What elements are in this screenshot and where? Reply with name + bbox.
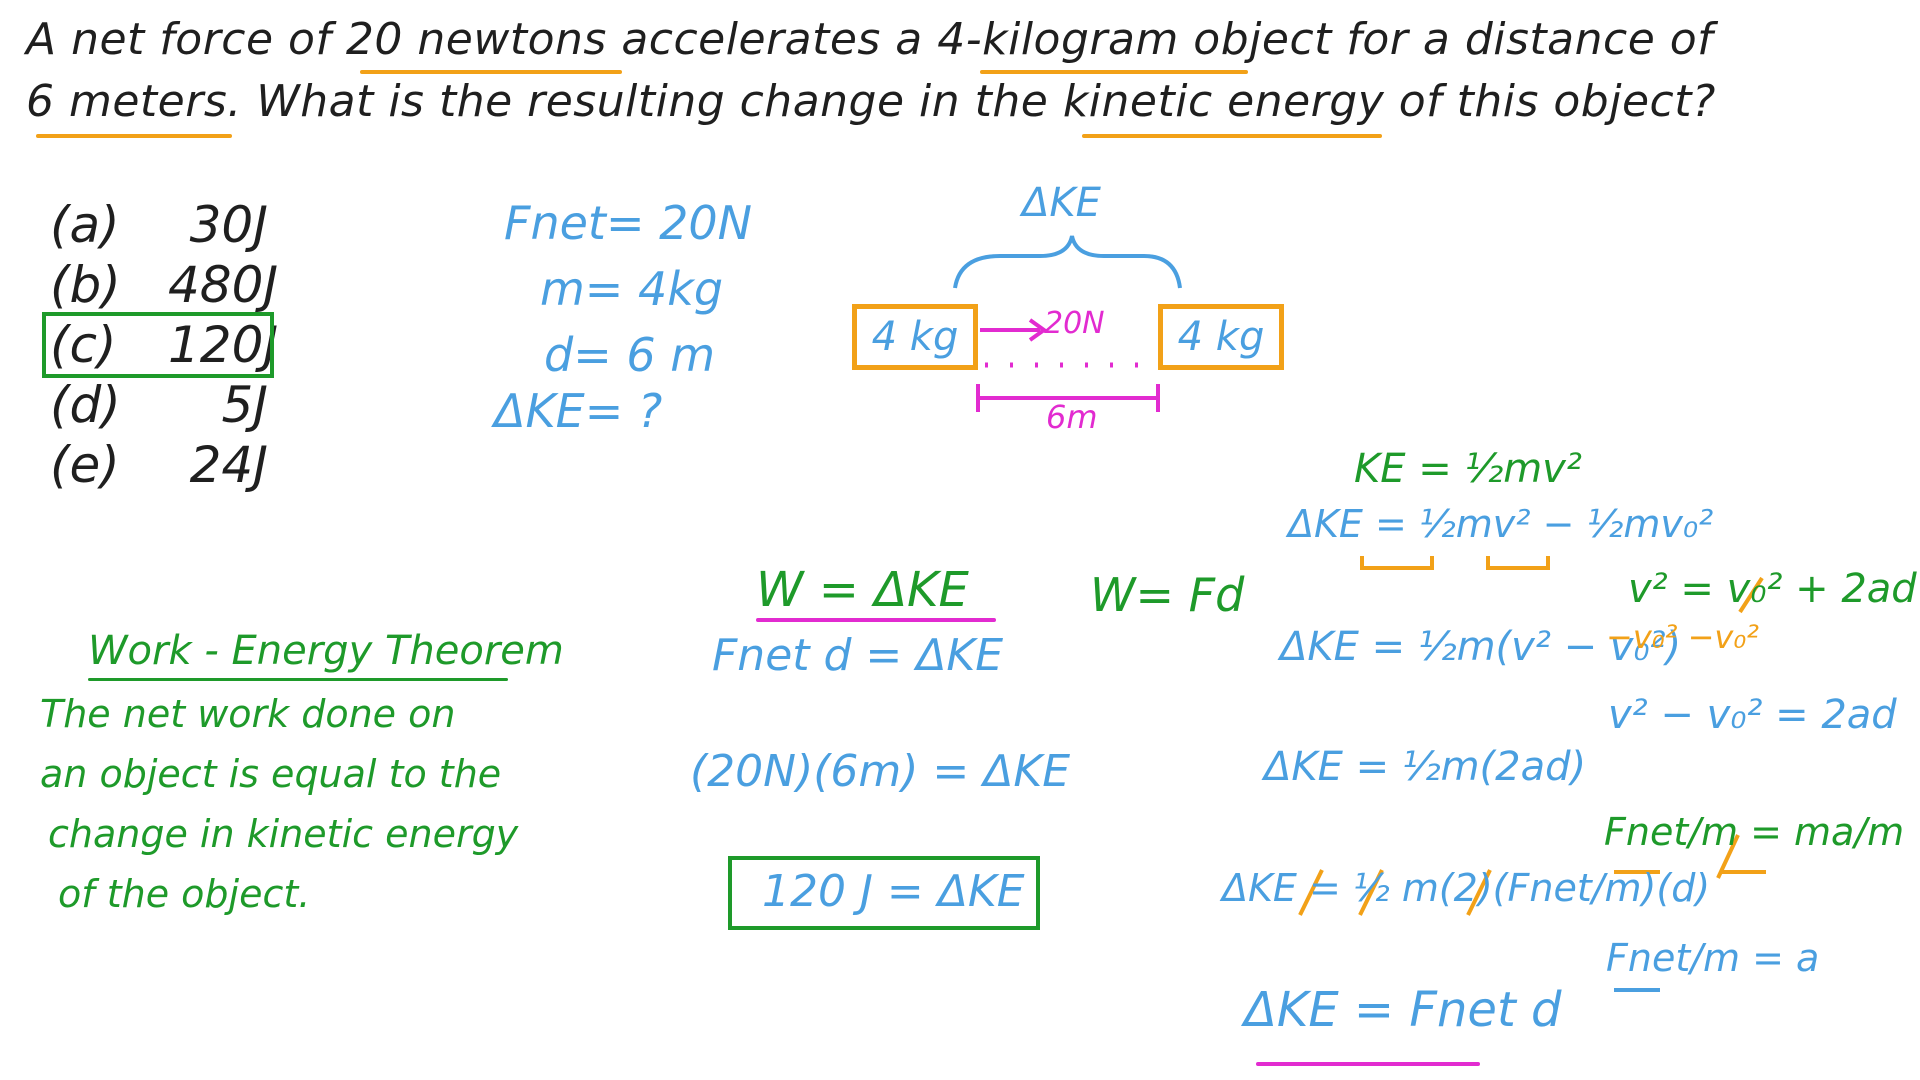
theorem-title: Work - Energy Theorem [88, 628, 564, 674]
theorem-line-3: change in kinetic energy [48, 812, 519, 856]
theorem-line-1: The net work done on [40, 692, 456, 736]
result-box [728, 856, 1040, 930]
highlight-kinetic-energy [1082, 134, 1382, 138]
theorem-title-underline [88, 678, 508, 681]
question-line-2: 6 meters. What is the resulting change i… [26, 76, 1716, 127]
highlight-20-newtons [360, 70, 622, 74]
given-mass: m= 4kg [540, 262, 724, 316]
given-delta-ke: ΔKE= ? [494, 384, 663, 438]
choice-c: (c)120J [50, 316, 279, 374]
brace-shape [953, 235, 1182, 289]
kinematic-eq-2: v² − v₀² = 2ad [1608, 692, 1897, 738]
fnet-d-equals-dke: Fnet d = ΔKE [712, 630, 1004, 681]
force-arrow-head [1028, 318, 1048, 342]
distance-label: 6m [1046, 398, 1098, 436]
dke-step-5: ΔKE = Fnet d [1244, 982, 1562, 1038]
choice-d: (d)5J [50, 376, 268, 434]
correct-answer-box [42, 312, 274, 378]
highlight-4-kilogram [980, 70, 1248, 74]
acceleration-eq: Fnet/m = a [1606, 936, 1820, 980]
kinematic-eq-1-subtract: −v₀² −v₀² [1606, 618, 1759, 656]
block-left: 4 kg [852, 304, 978, 370]
work-equals-dke: W = ΔKE [756, 562, 969, 618]
work-equals-dke-underline [756, 618, 996, 622]
dke-step-5-underline [1256, 1062, 1480, 1066]
choice-b: (b)480J [50, 256, 279, 314]
force-label: 20N [1044, 306, 1105, 341]
substitution-step: (20N)(6m) = ΔKE [690, 746, 1071, 797]
strike-2 [1358, 869, 1384, 916]
theorem-line-4: of the object. [58, 872, 311, 916]
dke-step-3: ΔKE = ½m(2ad) [1264, 744, 1587, 790]
diagram-delta-ke-label: ΔKE [1022, 180, 1101, 226]
ke-formula: KE = ½mv² [1354, 446, 1582, 492]
choice-a: (a)30J [50, 196, 268, 254]
highlight-6-meters [36, 134, 232, 138]
newton-eq: Fnet/m = ma/m [1604, 810, 1905, 854]
dke-step-1: ΔKE = ½mv² − ½mv₀² [1288, 502, 1714, 546]
block-right: 4 kg [1158, 304, 1284, 370]
given-distance: d= 6 m [544, 328, 716, 382]
marker-left [1360, 556, 1434, 570]
question-line-1: A net force of 20 newtons accelerates a … [26, 14, 1714, 65]
choice-e: (e)24J [50, 436, 268, 494]
theorem-line-2: an object is equal to the [40, 752, 502, 796]
strike-5 [1738, 576, 1764, 614]
marker-right [1486, 556, 1550, 570]
dke-step-4: ΔKE = ½ m(2)(Fnet/m)(d) [1222, 866, 1711, 910]
kinematic-eq-1: v² = v₀² + 2ad [1628, 566, 1917, 612]
result-text: 120 J = ΔKE [762, 866, 1025, 917]
strike-3 [1466, 869, 1492, 916]
dke-step-2: ΔKE = ½m(v² − v₀²) [1280, 624, 1682, 670]
strike-4 [1716, 834, 1740, 879]
strike-1 [1298, 869, 1324, 916]
work-equals-fd: W= Fd [1090, 568, 1245, 622]
given-fnet: Fnet= 20N [504, 196, 753, 250]
